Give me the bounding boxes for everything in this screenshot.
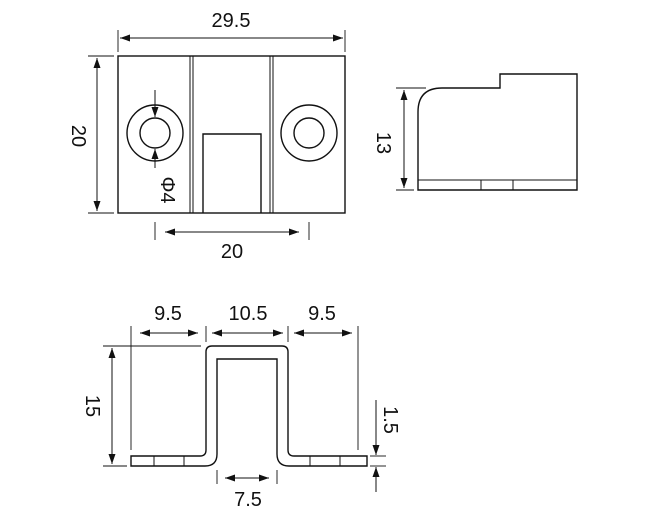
inner-width-label: 7.5	[234, 489, 262, 511]
center-width-label: 10.5	[229, 303, 268, 325]
right-hole-inner	[293, 117, 325, 149]
side-view-outline	[417, 73, 578, 191]
hole-span-label: 20	[221, 241, 243, 263]
right-hole-outer	[280, 104, 338, 162]
top-view-outline	[117, 55, 346, 214]
side-view: 13	[372, 73, 578, 191]
width-label: 29.5	[212, 10, 251, 32]
thickness-label: 1.5	[379, 406, 401, 434]
side-height-label: 13	[372, 132, 394, 154]
hole-diameter-label: Φ4	[156, 176, 178, 203]
top-view: 29.5 20 Φ4 20	[67, 10, 346, 263]
top-view-center-slot	[202, 133, 262, 213]
front-view: 9.5 10.5 9.5 15 1.5 7.5	[81, 303, 401, 511]
left-hole-inner	[139, 117, 171, 149]
front-right-tab	[309, 455, 341, 467]
height-label: 20	[67, 125, 89, 147]
front-left-tab	[153, 455, 185, 467]
front-height-label: 15	[81, 395, 103, 417]
right-flange-label: 9.5	[308, 303, 336, 325]
left-flange-label: 9.5	[154, 303, 182, 325]
front-view-profile	[130, 345, 368, 467]
